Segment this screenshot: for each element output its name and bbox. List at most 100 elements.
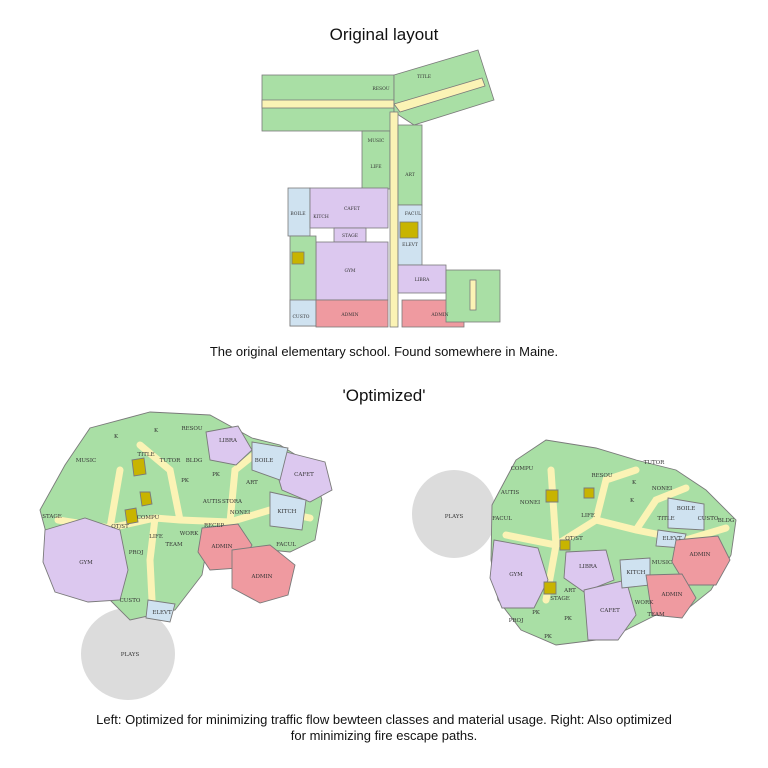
- right-label-pk-1: PK: [532, 610, 541, 616]
- right-label-admin-2: ADMIN: [661, 592, 683, 598]
- plan-label-kitch: KITCH: [313, 214, 329, 220]
- storage-left-1: [131, 457, 147, 477]
- storage-left-2: [139, 491, 153, 507]
- left-label-k-2: K: [154, 428, 159, 434]
- north-corridor: [261, 99, 395, 109]
- right-label-k-2: K: [630, 498, 635, 504]
- left-label-k-1: K: [114, 434, 119, 440]
- plan-label-life: LIFE: [370, 164, 381, 170]
- right-label-boile: BOILE: [677, 506, 696, 512]
- admin-west: [315, 299, 389, 328]
- right-label-libra: LIBRA: [579, 564, 598, 570]
- library-left: [205, 425, 253, 466]
- left-label-life: LIFE: [149, 534, 163, 540]
- right-label-facul: FACUL: [492, 516, 512, 522]
- left-label-plays: PLAYS: [121, 652, 140, 658]
- right-label-work: WORK: [635, 600, 654, 606]
- left-label-art: ART: [245, 480, 258, 486]
- bottom-caption-line-2: for minimizing fire escape paths.: [290, 728, 478, 743]
- right-label-elevt: ELEVT: [662, 536, 682, 542]
- right-label-stage: STAGE: [550, 596, 570, 602]
- right-label-bldg: BLDG: [718, 518, 735, 524]
- right-label-nonei-1: NONEI: [652, 486, 672, 492]
- plan-label-title: TITLE: [417, 74, 431, 80]
- right-label-proj: PROJ: [509, 618, 524, 624]
- left-label-bldg: BLDG: [186, 458, 203, 464]
- plan-label-custo: CUSTO: [292, 314, 309, 320]
- left-label-admin-1: ADMIN: [211, 544, 233, 550]
- left-label-admin-2: ADMIN: [251, 574, 273, 580]
- bottom-caption-line-1: Left: Optimized for minimizing traffic f…: [96, 712, 672, 727]
- left-label-resou: RESOU: [181, 426, 202, 432]
- original-layout-title: Original layout: [329, 25, 439, 44]
- ne-corridor: [393, 77, 486, 113]
- plan-label-art: ART: [404, 172, 415, 178]
- right-label-cafet: CAFET: [600, 608, 620, 614]
- admin-left-2: [231, 544, 296, 604]
- right-label-admin-1: ADMIN: [689, 552, 711, 558]
- corridor-right: [502, 466, 730, 604]
- plan-label-admin-1: ADMIN: [340, 312, 358, 318]
- plan-label-gym: GYM: [344, 268, 355, 274]
- plan-label-boile: BOILE: [290, 211, 305, 217]
- elevt-left: [145, 599, 176, 623]
- left-label-facul: FACUL: [276, 542, 296, 548]
- plan-label-resou: RESOU: [372, 86, 389, 92]
- storage-left-3: [124, 507, 139, 525]
- optimized-title: 'Optimized': [342, 386, 426, 405]
- right-label-nonei-2: NONEI: [520, 500, 540, 506]
- right-optimized-layout: PLAYS COMPU AUTIS RESOU TUTOR NONEI NONE…: [412, 439, 737, 646]
- cafeteria: [309, 187, 389, 229]
- left-label-stage: STAGE: [42, 514, 62, 520]
- original-layout-caption: The original elementary school. Found so…: [209, 344, 559, 359]
- left-label-boile: BOILE: [255, 458, 274, 464]
- gym: [315, 241, 389, 301]
- right-label-music: MUSIC: [652, 560, 672, 566]
- right-label-plays: PLAYS: [445, 514, 464, 520]
- corridor-left: [54, 441, 314, 604]
- left-label-nonei: NONEI: [230, 510, 250, 516]
- playground-left: [81, 608, 175, 700]
- left-label-elevt: ELEVT: [152, 610, 172, 616]
- right-label-custo: CUSTO: [698, 516, 719, 522]
- left-label-gym: GYM: [79, 560, 93, 566]
- admin-right-1: [671, 535, 731, 586]
- left-label-custo: CUSTO: [120, 598, 141, 604]
- left-label-ot: OT/ST: [111, 524, 129, 530]
- kitchen-left: [269, 491, 307, 531]
- left-label-team: TEAM: [165, 542, 183, 548]
- right-label-compu: COMPU: [511, 466, 534, 472]
- left-label-work: WORK: [180, 531, 199, 537]
- left-label-title: TITLE: [137, 452, 154, 458]
- boiler-left: [251, 441, 289, 481]
- storage-right-3: [559, 539, 571, 551]
- plan-label-admin-2: ADMIN: [430, 312, 448, 318]
- right-label-pk-3: PK: [544, 634, 553, 640]
- west-service: [289, 299, 317, 327]
- right-label-resou: RESOU: [591, 473, 612, 479]
- left-label-libra: LIBRA: [219, 438, 238, 444]
- plan-label-cafet: CAFET: [344, 206, 360, 212]
- right-label-life: LIFE: [581, 513, 595, 519]
- left-label-compu: COMPU: [137, 515, 160, 521]
- storage-right-4: [543, 581, 557, 595]
- plan-label-music: MUSIC: [368, 138, 385, 144]
- plan-label-facul: FACUL: [405, 211, 421, 217]
- left-label-cafet: CAFET: [294, 472, 314, 478]
- admin-right-2: [645, 573, 697, 619]
- left-label-pk-2: PK: [212, 472, 221, 478]
- right-label-gym: GYM: [509, 572, 523, 578]
- left-label-stora: STORA: [222, 499, 243, 505]
- storage-1: [291, 251, 305, 265]
- storage-right-2: [583, 487, 595, 499]
- left-label-recep: RECEP: [204, 523, 224, 529]
- cafeteria-right: [583, 579, 637, 641]
- plan-label-elevt: ELEVT: [402, 242, 418, 248]
- storage-2: [399, 221, 419, 239]
- left-label-pk-1: PK: [181, 478, 190, 484]
- right-label-art: ART: [563, 588, 576, 594]
- plan-label-libra: LIBRA: [415, 277, 430, 283]
- original-floor-plan: RESOU MUSIC CAFET KITCH STAGE GYM ADMIN …: [261, 49, 501, 328]
- central-wing-east: [397, 124, 423, 206]
- storage-right-1: [545, 489, 559, 503]
